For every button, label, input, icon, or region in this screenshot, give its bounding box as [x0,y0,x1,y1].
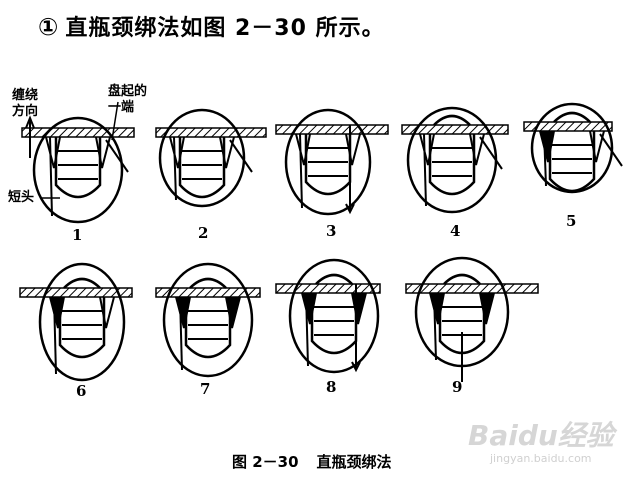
rope-short-end [423,133,427,207]
heading-text: 直瓶颈绑法如图 2－30 所示。 [65,16,385,41]
wrap-left [419,133,435,166]
hatched-rod [275,124,389,135]
step-number-8: 8 [326,378,337,396]
knot-step-9 [405,256,539,382]
wrap-left [429,292,445,325]
outer-loop [32,116,124,224]
knot-step-6 [19,262,133,382]
step-number-4: 4 [450,222,461,240]
hatched-rod [275,283,381,294]
rope-short-end [299,133,303,209]
wrap-right [225,296,241,329]
top-wrap [443,273,481,285]
figure-number: 图 2－30 [232,453,299,471]
outer-loop [284,108,372,216]
step-number-9: 9 [452,378,463,396]
top-wrap [189,277,227,289]
bottle-neck [428,134,476,196]
arrow-head [345,203,355,215]
wrap-right [345,133,361,166]
watermark-url: jingyan.baidu.com [490,452,592,465]
bottle-neck [178,137,226,199]
outer-loop [158,108,246,208]
wrap-left [539,130,555,163]
bottle-neck [304,134,352,196]
step-number-5: 5 [566,212,577,230]
knot-step-4 [401,106,509,214]
bottle-neck [58,297,106,359]
knot-step-7 [155,262,261,378]
bottle-neck [184,297,232,359]
outer-loop [38,262,126,382]
hatched-rod [401,124,509,135]
hatched-rod [405,283,539,294]
figure-caption: 图 2－30 直瓶颈绑法 [232,451,392,472]
rope-short-end [49,136,53,217]
top-wrap [433,114,471,126]
label-short-end: 短头 [8,190,35,205]
step-number-3: 3 [326,222,337,240]
wrap-right [469,133,485,166]
wrap-right [219,136,235,169]
hatched-rod [523,121,613,132]
wrap-right [479,292,495,325]
outer-loop [406,106,498,214]
hatched-rod [155,287,261,298]
rope-coiled-end [599,133,623,167]
knot-step-1 [21,116,135,224]
wrap-left [295,133,311,166]
step-number-1: 1 [72,226,83,244]
figure-title: 直瓶颈绑法 [316,453,392,471]
watermark-logo: Baidu经验 [468,419,614,452]
rope-short-end [173,136,177,201]
top-wrap [553,111,591,123]
knot-step-2 [155,108,267,208]
step-number-2: 2 [198,224,209,242]
wrap-right [99,296,115,329]
step-number-6: 6 [76,382,87,400]
wrap-left [49,296,65,329]
step-number-7: 7 [200,380,211,398]
wrap-left [175,296,191,329]
bottle-neck [548,131,596,193]
wrap-right [95,136,111,169]
label-coiled-end: 盘起的 一端 [108,84,148,115]
rope-coiled-end [479,136,503,170]
wrap-left [45,136,61,169]
watermark: Baidu经验 jingyan.baidu.com [468,412,628,472]
wrap-right [351,292,367,325]
coiled-end-leader [111,101,119,141]
wrap-left [301,292,317,325]
rope-coiled-end [105,139,129,173]
knot-step-5 [523,102,623,194]
wrap-left [169,136,185,169]
winding-arrow [25,115,35,158]
outer-loop [288,258,380,374]
hatched-rod [21,127,135,138]
top-wrap [315,273,353,285]
bottle-neck [54,137,102,199]
knot-step-8 [275,258,381,374]
circled-number: ① [38,13,60,41]
bottle-neck [310,293,358,355]
label-winding-direction: 缠绕 方向 [12,88,39,119]
wrap-right [589,130,605,163]
hatched-rod [155,127,267,138]
arrow-head [351,361,361,373]
outer-loop [162,262,254,378]
knot-step-3 [275,108,389,216]
rope-coiled-end [229,139,253,173]
hatched-rod [19,287,133,298]
top-wrap [63,277,101,289]
